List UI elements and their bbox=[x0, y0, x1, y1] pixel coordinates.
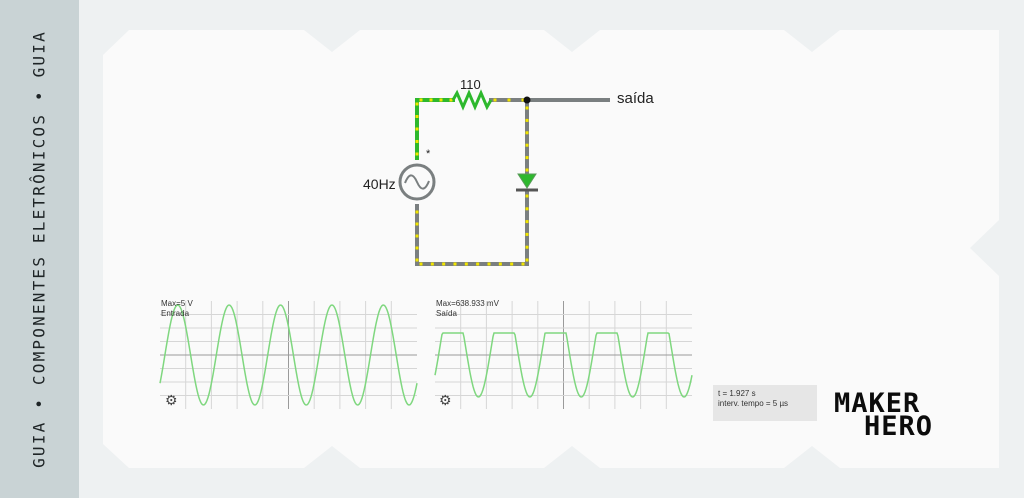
scope-trace bbox=[434, 332, 693, 398]
current-dot bbox=[525, 245, 529, 249]
current-dot bbox=[525, 118, 529, 122]
current-dot bbox=[525, 194, 529, 198]
scope-2 bbox=[434, 301, 693, 409]
current-dot bbox=[493, 98, 497, 102]
gear-icon[interactable]: ⚙ bbox=[165, 392, 178, 408]
current-dot bbox=[525, 156, 529, 160]
current-dot bbox=[453, 262, 457, 266]
content-panel bbox=[103, 30, 999, 468]
current-dot bbox=[525, 207, 529, 211]
current-dot bbox=[415, 234, 419, 238]
time-interval: interv. tempo = 5 µs bbox=[718, 399, 789, 408]
current-dot bbox=[415, 222, 419, 226]
current-dot bbox=[521, 98, 525, 102]
logo-line-1: MAKER bbox=[834, 388, 921, 419]
current-dot bbox=[442, 262, 446, 266]
current-dot bbox=[415, 152, 419, 156]
current-dot bbox=[464, 262, 468, 266]
current-dot bbox=[525, 258, 529, 262]
sidebar-title: GUIA • COMPONENTES ELETRÔNICOS • GUIA bbox=[29, 30, 49, 468]
scope-1-name: Entrada bbox=[161, 309, 190, 318]
current-dot bbox=[429, 98, 433, 102]
diode bbox=[516, 173, 538, 192]
simulation-info: t = 1.927 s interv. tempo = 5 µs bbox=[713, 385, 817, 421]
scope-1 bbox=[159, 301, 418, 409]
scope-2-max: Max=638.933 mV bbox=[436, 299, 499, 308]
panel-background bbox=[103, 30, 999, 468]
current-dot bbox=[525, 220, 529, 224]
scope-trace bbox=[159, 304, 418, 406]
scope-1-labels: Max=5 V Entrada bbox=[161, 299, 193, 319]
current-dot bbox=[415, 246, 419, 250]
current-dot bbox=[415, 210, 419, 214]
current-dot bbox=[419, 262, 423, 266]
current-dot bbox=[430, 262, 434, 266]
logo-line-2: HERO bbox=[864, 411, 934, 442]
output-label: saída bbox=[617, 90, 654, 107]
simulation-time: t = 1.927 s bbox=[718, 389, 756, 398]
current-dots bbox=[415, 98, 529, 266]
current-dot bbox=[525, 106, 529, 110]
current-dot bbox=[525, 168, 529, 172]
sidebar: GUIA • COMPONENTES ELETRÔNICOS • GUIA bbox=[0, 0, 79, 498]
current-dot bbox=[415, 258, 419, 262]
current-dot bbox=[525, 143, 529, 147]
current-dot bbox=[415, 127, 419, 131]
junction-node bbox=[523, 96, 531, 104]
resistor bbox=[451, 89, 493, 111]
ac-source bbox=[398, 163, 436, 201]
current-dot bbox=[510, 262, 514, 266]
current-dot bbox=[521, 262, 525, 266]
current-dot bbox=[449, 98, 453, 102]
current-dot bbox=[439, 98, 443, 102]
gear-icon[interactable]: ⚙ bbox=[439, 392, 452, 408]
current-dot bbox=[476, 262, 480, 266]
resistor-value: 110 bbox=[460, 77, 481, 92]
current-dot bbox=[415, 102, 419, 106]
scope-2-name: Saída bbox=[436, 309, 457, 318]
source-frequency: 40Hz bbox=[363, 176, 396, 192]
scope-2-labels: Max=638.933 mV Saída bbox=[436, 299, 499, 319]
current-dot bbox=[415, 140, 419, 143]
scope-1-max: Max=5 V bbox=[161, 299, 193, 308]
current-dot bbox=[525, 232, 529, 236]
current-dot bbox=[498, 262, 502, 266]
current-dot bbox=[507, 98, 511, 102]
source-marker: * bbox=[426, 148, 431, 160]
current-dot bbox=[415, 115, 419, 118]
current-dot bbox=[419, 98, 423, 102]
makerhero-logo: MAKER HERO bbox=[834, 388, 964, 442]
current-dot bbox=[525, 131, 529, 135]
current-dot bbox=[487, 262, 491, 266]
